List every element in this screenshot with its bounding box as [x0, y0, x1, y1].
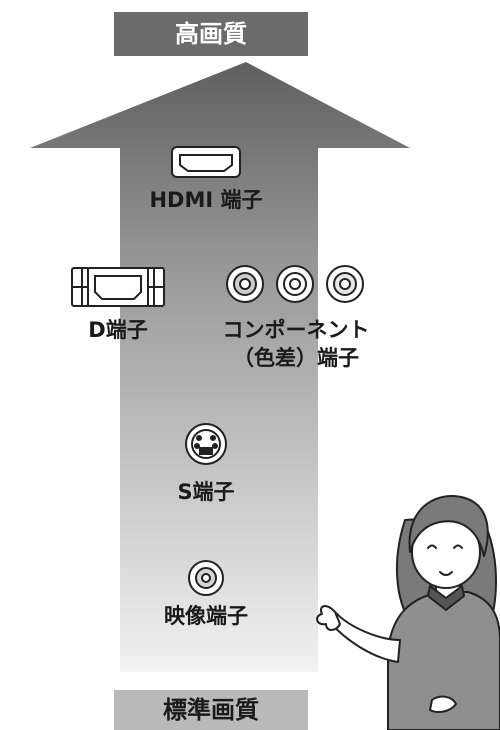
rca-jack-icon: [188, 560, 224, 596]
rca-jack-icon: [326, 265, 364, 303]
hdmi-connector-icon: [171, 146, 241, 178]
s-video-connector-icon: [185, 423, 227, 465]
s-video-label: S端子: [177, 480, 235, 504]
bottom-label: 標準画質: [163, 696, 259, 724]
rca-jack-icon: [226, 265, 264, 303]
top-label: 高画質: [175, 20, 247, 48]
d-terminal-connector-icon: [71, 267, 165, 307]
d-terminal-label: D端子: [88, 318, 148, 342]
hdmi-label: HDMI 端子: [149, 188, 263, 212]
bottom-label-box: [114, 690, 308, 730]
component-label-line2: （色差）端子: [233, 346, 359, 370]
composite-label: 映像端子: [164, 604, 248, 628]
woman-presenter-illustration: [316, 494, 500, 730]
rca-jack-icon: [276, 265, 314, 303]
quality-arrow: [30, 62, 410, 672]
top-label-box: [114, 12, 308, 56]
component-label-line1: コンポーネント: [222, 318, 370, 342]
